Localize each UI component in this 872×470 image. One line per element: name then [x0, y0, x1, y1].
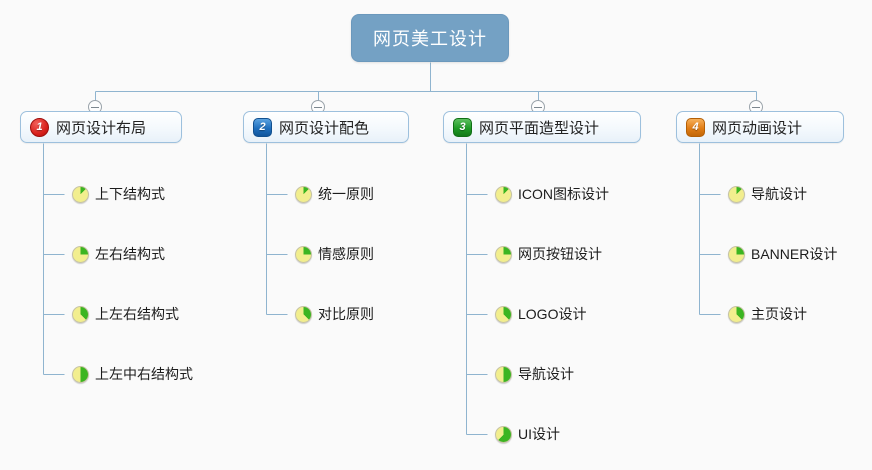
progress-pie-icon — [728, 245, 745, 263]
leaf-node-label: 导航设计 — [751, 186, 807, 202]
root-node[interactable]: 网页美工设计 — [351, 14, 509, 62]
progress-pie-icon — [72, 185, 89, 203]
leaf-node-label: 网页按钮设计 — [518, 246, 602, 262]
branch-node-2[interactable]: 2 网页设计配色 — [243, 111, 409, 143]
branch-node-label: 网页设计布局 — [56, 119, 147, 137]
leaf-node[interactable]: 网页按钮设计 — [495, 243, 602, 265]
leaf-node-label: 统一原则 — [318, 186, 374, 202]
progress-pie-icon — [728, 305, 745, 323]
leaf-node[interactable]: 导航设计 — [495, 363, 574, 385]
leaf-node[interactable]: 对比原则 — [295, 303, 374, 325]
leaf-node[interactable]: 左右结构式 — [72, 243, 165, 265]
minus-circle-icon — [534, 106, 542, 108]
branch-node-3[interactable]: 3 网页平面造型设计 — [443, 111, 641, 143]
leaf-node[interactable]: 情感原则 — [295, 243, 374, 265]
leaf-node-label: 导航设计 — [518, 366, 574, 382]
minus-circle-icon — [314, 106, 322, 108]
leaf-node[interactable]: 上左右结构式 — [72, 303, 179, 325]
progress-pie-icon — [72, 305, 89, 323]
progress-pie-icon — [495, 245, 512, 263]
leaf-node-label: 上下结构式 — [95, 186, 165, 202]
leaf-node[interactable]: BANNER设计 — [728, 243, 837, 265]
progress-pie-icon — [72, 245, 89, 263]
leaf-node-label: 左右结构式 — [95, 246, 165, 262]
progress-pie-icon — [495, 305, 512, 323]
leaf-node[interactable]: 上左中右结构式 — [72, 363, 193, 385]
branch-node-1[interactable]: 1 网页设计布局 — [20, 111, 182, 143]
branch-number-badge: 4 — [686, 117, 705, 137]
progress-pie-icon — [72, 365, 89, 383]
progress-pie-icon — [295, 245, 312, 263]
leaf-node[interactable]: 导航设计 — [728, 183, 807, 205]
progress-pie-icon — [495, 185, 512, 203]
leaf-node[interactable]: 统一原则 — [295, 183, 374, 205]
leaf-node-label: 上左中右结构式 — [95, 366, 193, 382]
progress-pie-icon — [295, 185, 312, 203]
collapse-toggle-3[interactable] — [531, 100, 545, 114]
leaf-node-label: 对比原则 — [318, 306, 374, 322]
progress-pie-icon — [295, 305, 312, 323]
leaf-node[interactable]: UI设计 — [495, 423, 560, 445]
leaf-node[interactable]: ICON图标设计 — [495, 183, 609, 205]
leaf-node[interactable]: 主页设计 — [728, 303, 807, 325]
progress-pie-icon — [495, 425, 512, 443]
progress-pie-icon — [495, 365, 512, 383]
minus-circle-icon — [91, 106, 99, 108]
branch-node-4[interactable]: 4 网页动画设计 — [676, 111, 844, 143]
leaf-node-label: LOGO设计 — [518, 306, 587, 322]
leaf-node-label: ICON图标设计 — [518, 186, 609, 202]
branch-node-label: 网页动画设计 — [712, 119, 803, 137]
branch-node-label: 网页设计配色 — [279, 119, 370, 137]
root-node-label: 网页美工设计 — [373, 29, 487, 49]
branch-number-badge: 2 — [253, 117, 272, 137]
leaf-node[interactable]: LOGO设计 — [495, 303, 586, 325]
branch-number-badge: 1 — [30, 117, 49, 137]
leaf-node-label: 上左右结构式 — [95, 306, 179, 322]
branch-node-label: 网页平面造型设计 — [479, 119, 600, 137]
minus-circle-icon — [752, 106, 760, 108]
leaf-node-label: 主页设计 — [751, 306, 807, 322]
leaf-node-label: UI设计 — [518, 426, 560, 442]
leaf-node-label: 情感原则 — [318, 246, 374, 262]
branch-number-badge: 3 — [453, 117, 472, 137]
leaf-node-label: BANNER设计 — [751, 246, 838, 262]
progress-pie-icon — [728, 185, 745, 203]
leaf-node[interactable]: 上下结构式 — [72, 183, 165, 205]
